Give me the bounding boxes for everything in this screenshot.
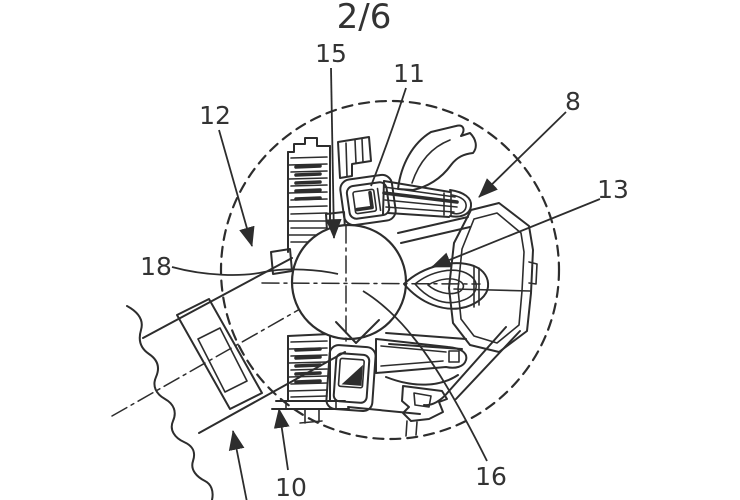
break-line	[126, 305, 214, 500]
ref-label-15: 15	[315, 39, 347, 68]
ref-label-13: 13	[597, 175, 629, 204]
arm-tip-cap	[449, 189, 473, 218]
sheet-number: 2/6	[337, 0, 392, 37]
ref-label-10: 10	[275, 473, 307, 500]
leader-line-18	[171, 266, 339, 276]
socket-notch	[335, 319, 380, 344]
leader-line-10	[273, 408, 290, 471]
leader-line-11	[370, 87, 407, 187]
horizontal-center-line	[261, 282, 481, 285]
ref-label-11: 11	[393, 59, 425, 88]
leader-line-12	[218, 129, 255, 247]
lower-horn	[375, 338, 468, 374]
leader-line-13	[431, 198, 601, 268]
hex-socket	[448, 202, 538, 353]
ref-label-18: 18	[140, 252, 172, 281]
stepped-block	[337, 136, 372, 179]
clamp-collar	[176, 298, 263, 410]
leader-line-8	[478, 111, 567, 198]
leader-line-bottom	[228, 430, 248, 500]
leader-lines	[171, 67, 601, 500]
ref-label-12: 12	[199, 101, 231, 130]
dashed-envelope-circle	[219, 99, 561, 441]
support-arm	[111, 257, 346, 500]
leader-line-15	[325, 67, 342, 239]
spring-arm	[382, 180, 473, 218]
leaf-tongue	[403, 262, 490, 310]
upper-clip	[337, 136, 397, 227]
mounting-foot	[347, 385, 448, 437]
lower-clip	[325, 338, 468, 412]
ball-joint-sphere	[261, 223, 481, 347]
leader-line-16	[362, 290, 488, 462]
ref-label-16: 16	[475, 462, 507, 491]
top-wing	[397, 124, 477, 191]
ref-label-8: 8	[565, 87, 581, 116]
lower-right-panel	[385, 326, 521, 407]
